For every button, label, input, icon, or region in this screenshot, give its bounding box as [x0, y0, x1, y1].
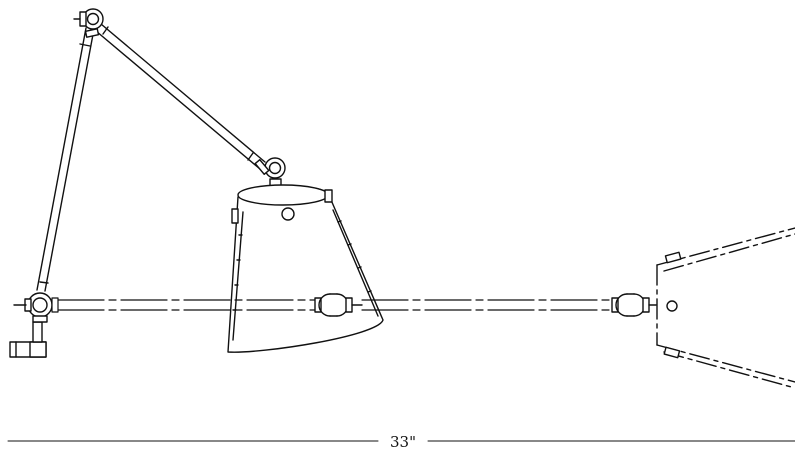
lamp-shade — [227, 184, 384, 353]
clamp-bracket — [9, 321, 47, 358]
elbow-joint — [73, 8, 104, 38]
upper-arm — [95, 23, 266, 170]
far-joint — [611, 293, 657, 317]
middle-joint — [314, 293, 363, 317]
dimension-label: 33" — [390, 433, 416, 451]
shade-joint — [254, 157, 286, 194]
ghost-shade-details — [663, 251, 682, 359]
extended-arm — [51, 297, 613, 313]
lower-arm — [36, 27, 95, 292]
base-joint — [13, 292, 53, 323]
ghost-lamp-shade — [656, 227, 795, 389]
